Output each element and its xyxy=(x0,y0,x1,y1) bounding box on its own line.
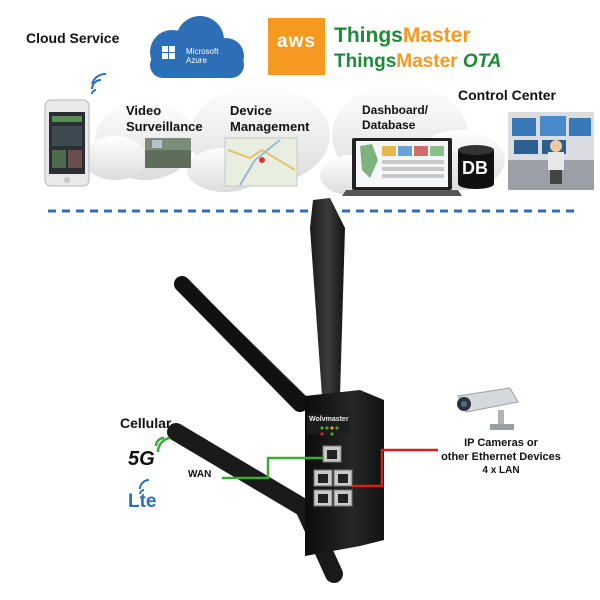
5g-label: 5G xyxy=(128,448,155,470)
aws-logo: aws xyxy=(268,18,325,75)
lte-label: Lte xyxy=(128,491,157,512)
router-brand-label: Wolvmaster xyxy=(309,416,349,423)
thingsmaster-line1-b: Master xyxy=(402,24,471,47)
thingsmaster-line1-a: Things xyxy=(334,24,403,47)
device-line2: Management xyxy=(230,119,310,134)
lan-line2: other Ethernet Devices xyxy=(441,451,561,463)
azure-cloud-icon xyxy=(150,16,244,78)
thingsmaster-line2-c: OTA xyxy=(462,51,502,72)
router-device xyxy=(305,390,384,556)
left-antenna xyxy=(174,276,308,412)
thingsmaster-line2-b: Master xyxy=(396,51,458,72)
dashboard-line1: Dashboard/ xyxy=(362,103,429,117)
aws-logo-text: aws xyxy=(277,30,316,52)
device-management-map xyxy=(224,137,298,187)
device-line1: Device xyxy=(230,103,272,118)
lan-connector-line xyxy=(352,448,438,488)
azure-line1: Microsoft xyxy=(186,47,219,56)
5g-signal-icon xyxy=(154,436,171,453)
thingsmaster-line2-a: Things xyxy=(334,51,397,72)
top-antenna xyxy=(310,198,345,396)
lan-devices-label: IP Cameras or other Ethernet Devices 4 x… xyxy=(438,436,564,478)
cellular-label: Cellular xyxy=(120,415,172,431)
lan-line3: 4 x LAN xyxy=(482,465,520,476)
lte-signal-icon xyxy=(139,479,150,495)
device-management-label: Device Management xyxy=(230,103,309,135)
db-label: DB xyxy=(462,158,488,178)
lan-line1: IP Cameras or xyxy=(464,437,538,449)
wifi-icon xyxy=(91,73,107,95)
azure-line2: Azure xyxy=(186,56,207,65)
control-center-image xyxy=(508,112,594,190)
video-line1: Video xyxy=(126,103,162,118)
database-icon xyxy=(458,145,494,189)
thingsmaster-ota-title: ThingsMaster OTA xyxy=(334,50,502,74)
video-surveillance-label: Video Surveillance xyxy=(126,103,203,135)
video-line2: Surveillance xyxy=(126,119,203,134)
smartphone-icon xyxy=(44,99,90,187)
wan-connector-line xyxy=(222,456,324,480)
dashboard-line2: Database xyxy=(362,118,416,132)
laptop-dashboard xyxy=(342,138,462,196)
control-center-label: Control Center xyxy=(458,87,556,103)
dashboard-database-label: Dashboard/ Database xyxy=(362,103,428,133)
thingsmaster-title: ThingsMaster xyxy=(334,24,471,48)
cloud-service-label: Cloud Service xyxy=(26,30,120,46)
wan-label: WAN xyxy=(188,469,212,480)
video-surveillance-thumbnail xyxy=(145,138,191,168)
azure-logo-text: Microsoft Azure xyxy=(186,47,218,65)
ip-camera-icon xyxy=(457,387,519,430)
